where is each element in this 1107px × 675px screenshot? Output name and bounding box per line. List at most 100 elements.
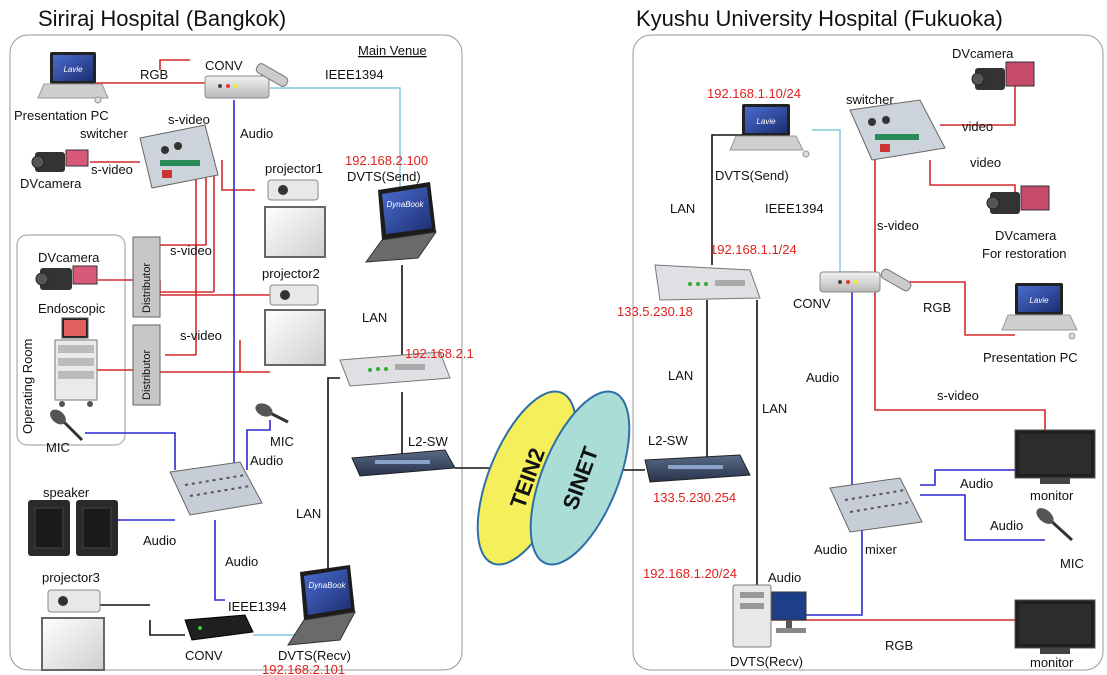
l2-switch-left (351, 449, 456, 477)
ieee1394-right-label: IEEE1394 (765, 201, 824, 216)
converter-top-left (204, 63, 289, 99)
mic-left-1-label: MIC (46, 440, 70, 455)
microphone-right (1036, 508, 1074, 542)
speaker-label: speaker (43, 485, 90, 500)
lan-label-right-1: LAN (670, 201, 695, 216)
monitor-right-2 (1014, 599, 1096, 654)
svg-text:DynaBook: DynaBook (387, 200, 425, 209)
projector3-label: projector3 (42, 570, 100, 585)
audio-label-1: Audio (240, 126, 273, 141)
monitor-right-2-label: monitor (1030, 655, 1074, 670)
dvcamera-left-1 (31, 149, 89, 172)
monitor-right-1-label: monitor (1030, 488, 1074, 503)
audio-label-2: Audio (250, 453, 283, 468)
dvts-recv-right-label: DVTS(Recv) (730, 654, 803, 669)
svg-text:Lavie: Lavie (1029, 296, 1049, 305)
distributor-2 (132, 324, 161, 406)
audio-label-3: Audio (143, 533, 176, 548)
switcher-right (849, 99, 946, 161)
projector-2 (264, 284, 326, 366)
router-ip-in-right: 192.168.1.1/24 (710, 242, 797, 257)
sinet-network (529, 390, 631, 566)
kyushu-title: Kyushu University Hospital (Fukuoka) (636, 6, 1003, 31)
converter-right (819, 268, 912, 293)
distributor-1-label: Distributor (141, 263, 153, 313)
rgb-label-left: RGB (140, 67, 168, 82)
audio-right-label-3: Audio (990, 518, 1023, 533)
dvts-send-ip-right: 192.168.1.10/24 (707, 86, 801, 101)
dvts-send-laptop-right: Lavie (729, 104, 810, 158)
microphone-left-1 (50, 409, 84, 442)
siriraj-title: Siriraj Hospital (Bangkok) (38, 6, 286, 31)
dvts-send-right-label: DVTS(Send) (715, 168, 789, 183)
projector-3 (41, 589, 105, 671)
svg-text:DynaBook: DynaBook (309, 581, 347, 590)
s-video-right-label-2: s-video (937, 388, 979, 403)
dvcamera-endoscopic (35, 265, 98, 290)
mic-right-label: MIC (1060, 556, 1084, 571)
converter-bottom-left (184, 614, 254, 641)
kyushu-site-frame (632, 34, 1104, 671)
audio-right-label-5: Audio (768, 570, 801, 585)
video-label-2: video (970, 155, 1001, 170)
l2sw-left-label: L2-SW (408, 434, 448, 449)
dvcamera-left-1-label: DVcamera (20, 176, 82, 191)
switcher-right-label: switcher (846, 92, 894, 107)
main-venue-label: Main Venue (358, 43, 427, 58)
svg-text:Lavie: Lavie (756, 117, 776, 126)
dvcamera-right-1-label: DVcamera (952, 46, 1014, 61)
rgb-right-label-1: RGB (923, 300, 951, 315)
l2sw-right-label: L2-SW (648, 433, 688, 448)
dvts-send-laptop-left: DynaBook (364, 182, 438, 263)
conv-bottom-label: CONV (185, 648, 223, 663)
dvcamera-right-2-label: DVcamera (995, 228, 1057, 243)
projector-1 (264, 179, 326, 258)
projector2-label: projector2 (262, 266, 320, 281)
dvts-send-left-label: DVTS(Send) (347, 169, 421, 184)
presentation-pc-right-label: Presentation PC (983, 350, 1078, 365)
operating-room-label: Operating Room (20, 339, 35, 434)
router-ip-left: 192.168.2.1 (405, 346, 474, 361)
l2-switch-right (644, 454, 751, 483)
video-label-1: video (962, 119, 993, 134)
siriraj-site-frame (9, 34, 463, 671)
audio-right-label-2: Audio (960, 476, 993, 491)
presentation-pc-right: Lavie (1001, 283, 1078, 340)
mixer-right-label: mixer (865, 542, 897, 557)
audio-mixer-right (829, 477, 923, 533)
dvts-recv-ip-left: 192.168.2.101 (262, 662, 345, 675)
conv-right-label: CONV (793, 296, 831, 311)
l2sw-ip-right: 133.5.230.254 (653, 490, 736, 505)
router-left (339, 351, 451, 387)
svg-text:Lavie: Lavie (63, 65, 83, 74)
endoscopic-tower (54, 317, 98, 407)
presentation-pc-left-label: Presentation PC (14, 108, 109, 123)
projector1-label: projector1 (265, 161, 323, 176)
dvts-recv-desktop-right (732, 584, 807, 648)
microphone-left-2 (255, 403, 289, 424)
lan-label-left-1: LAN (362, 310, 387, 325)
for-restoration-label: For restoration (982, 246, 1067, 261)
mic-left-2-label: MIC (270, 434, 294, 449)
lan-label-right-3: LAN (762, 401, 787, 416)
dvts-send-ip-left: 192.168.2.100 (345, 153, 428, 168)
ieee1394-top-label: IEEE1394 (325, 67, 384, 82)
lan-label-left-2: LAN (296, 506, 321, 521)
dvcamera-right-1 (971, 61, 1035, 90)
distributor-1 (132, 236, 161, 318)
s-video-label-2: s-video (91, 162, 133, 177)
audio-right-label-1: Audio (806, 370, 839, 385)
presentation-pc-left: Lavie (37, 52, 109, 104)
switcher-left (139, 124, 219, 189)
lan-cables (100, 134, 765, 636)
monitor-right-1 (1014, 429, 1096, 484)
s-video-label-4: s-video (180, 328, 222, 343)
audio-right-label-4: Audio (814, 542, 847, 557)
conv-top-label: CONV (205, 58, 243, 73)
dvts-recv-laptop-left: DynaBook (287, 565, 356, 646)
lan-label-right-2: LAN (668, 368, 693, 383)
dvcamera-right-2 (986, 185, 1050, 214)
dvts-recv-left-label: DVTS(Recv) (278, 648, 351, 663)
distributor-2-label: Distributor (141, 350, 153, 400)
